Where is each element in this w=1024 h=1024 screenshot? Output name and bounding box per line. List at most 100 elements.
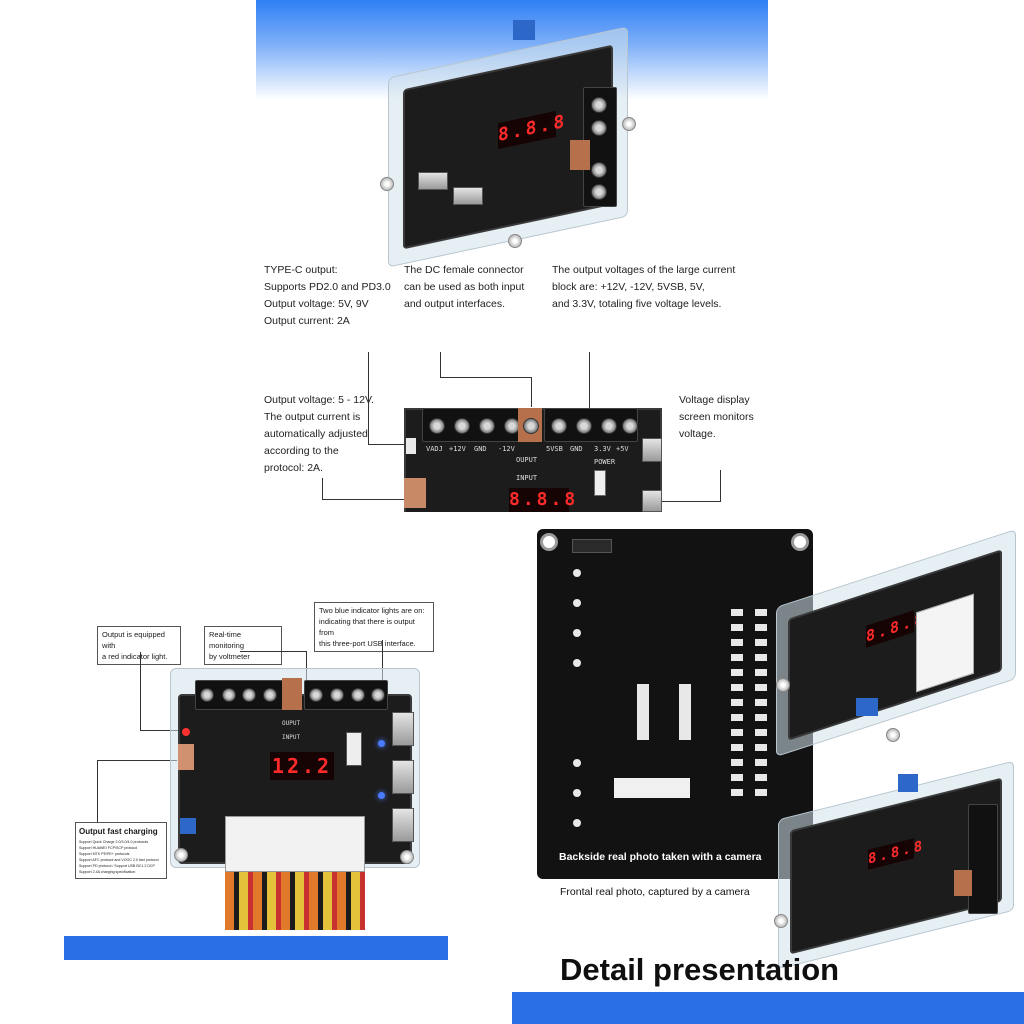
callout-red-indicator: Output is equipped with a red indicator … xyxy=(97,626,181,665)
standoff-icon xyxy=(622,117,636,131)
power-switch xyxy=(594,470,606,496)
screw-icon xyxy=(242,688,256,702)
callout-line: this three-port USB interface. xyxy=(319,639,416,648)
callout-line: by voltmeter xyxy=(209,652,250,661)
solder-pad xyxy=(573,789,581,797)
voltage-display: 12.2 xyxy=(270,752,334,780)
callout-typec: TYPE-C output: Supports PD2.0 and PD3.0 … xyxy=(264,262,404,330)
screw-icon xyxy=(576,418,592,434)
leader-line xyxy=(140,730,180,731)
leader-line xyxy=(140,652,141,730)
atx-24pin-connector xyxy=(225,816,365,872)
leader-line xyxy=(440,352,441,377)
usb-port-icon xyxy=(392,760,414,794)
callout-fast-charging: Output fast charging Support Quick Charg… xyxy=(75,822,167,879)
screw-icon xyxy=(429,418,445,434)
solder-pad xyxy=(573,659,581,667)
standoff-icon xyxy=(400,850,414,864)
usb-port-icon xyxy=(453,187,483,205)
silk-label-minus12v: -12V xyxy=(498,445,515,453)
silk-label-5v: +5V xyxy=(616,445,629,453)
caption-frontal: Frontal real photo, captured by a camera xyxy=(560,886,750,898)
header-pins xyxy=(637,684,649,740)
callout-line: The output current is xyxy=(264,411,361,423)
silk-label-input: INPUT xyxy=(282,734,301,741)
callout-line: and output interfaces. xyxy=(404,298,505,310)
callout-line: Output is equipped with xyxy=(102,630,165,650)
callout-line: screen monitors xyxy=(679,411,754,423)
fast-detail-line: Support HUAWEI FCP/SCP protocol xyxy=(79,846,138,850)
leader-line xyxy=(306,651,307,683)
leader-line xyxy=(97,760,177,761)
left-product-photo: OUPUT INPUT 12.2 xyxy=(170,668,422,930)
callout-line: Voltage display xyxy=(679,394,750,406)
screw-icon xyxy=(200,688,214,702)
silk-label-vadj: VADJ xyxy=(426,445,443,453)
pin-column xyxy=(755,609,767,799)
pin-column xyxy=(731,609,743,799)
potentiometer xyxy=(180,818,196,834)
silk-label-input: INPUT xyxy=(516,474,538,482)
leader-line xyxy=(440,377,531,378)
usb-port-icon xyxy=(392,712,414,746)
callout-line: can be used as both input xyxy=(404,281,525,293)
callout-line: Real-time monitoring xyxy=(209,630,245,650)
standoff-icon xyxy=(174,848,188,862)
potentiometer xyxy=(856,698,878,716)
usb-c-port-icon xyxy=(406,438,416,454)
leader-line xyxy=(322,499,407,500)
screw-icon xyxy=(551,418,567,434)
usb-port-icon xyxy=(392,808,414,842)
callout-line: block are: +12V, -12V, 5VSB, 5V, xyxy=(552,281,705,293)
terminal-block xyxy=(968,804,998,914)
callout-line: Output voltage: 5V, 9V xyxy=(264,298,369,310)
potentiometer xyxy=(898,774,918,792)
standoff-icon xyxy=(380,177,394,191)
callout-heading: Output fast charging xyxy=(79,827,158,836)
silk-label-gnd: GND xyxy=(474,445,487,453)
screw-icon xyxy=(222,688,236,702)
fast-detail-line: Support AFC protocol and VOOC 2.0 fast p… xyxy=(79,858,159,862)
red-indicator-light xyxy=(182,728,190,736)
screw-icon xyxy=(601,418,617,434)
screw-icon xyxy=(351,688,365,702)
fast-detail-line: Support Quick Charge 2.0/3.0/4.0 protoco… xyxy=(79,840,149,844)
accent-bar-left xyxy=(64,936,448,960)
leader-line xyxy=(368,444,410,445)
callout-line: The DC female connector xyxy=(404,264,524,276)
silk-label-gnd2: GND xyxy=(570,445,583,453)
callout-adjustable-output: Output voltage: 5 - 12V. The output curr… xyxy=(264,392,384,477)
leader-line xyxy=(720,470,721,502)
right-product-photo-upper: 8.8.8 xyxy=(766,528,1024,757)
blue-indicator-light xyxy=(378,792,385,799)
callout-line: Two blue indicator lights are on: xyxy=(319,606,425,615)
silk-label-5vsb: 5VSB xyxy=(546,445,563,453)
standoff-icon xyxy=(508,234,522,248)
cable-bundle xyxy=(225,872,365,930)
blue-indicator-light xyxy=(378,740,385,747)
standoff-icon xyxy=(776,678,790,692)
screw-icon xyxy=(523,418,539,434)
callout-voltage-display: Voltage display screen monitors voltage. xyxy=(679,392,779,443)
solder-pad xyxy=(573,629,581,637)
screw-icon xyxy=(591,162,607,178)
copper-connector xyxy=(282,678,302,710)
callout-voltmeter: Real-time monitoring by voltmeter xyxy=(204,626,282,665)
solder-pad-group xyxy=(572,539,612,553)
callout-line: The output voltages of the large current xyxy=(552,264,736,276)
top-board-detail: VADJ +12V GND -12V 5VSB GND 3.3V +5V OUP… xyxy=(404,408,662,512)
dc-connector xyxy=(178,744,194,770)
silk-label-power: POWER xyxy=(594,458,616,466)
fast-detail-line: Support 2.4A charging specification xyxy=(79,870,136,874)
screw-icon xyxy=(371,688,385,702)
silk-label-output: OUPUT xyxy=(516,456,538,464)
fast-detail-line: Support PD protocol / Support USB BC1.2 … xyxy=(79,864,155,868)
right-product-photo-lower: 8.8.8 xyxy=(768,760,1024,970)
dc-connector xyxy=(404,478,426,508)
caption-backside: Backside real photo taken with a camera xyxy=(559,851,762,863)
leader-line xyxy=(368,352,369,445)
callout-line: and 3.3V, totaling five voltage levels. xyxy=(552,298,722,310)
top-product-photo: 8.8.8 xyxy=(378,12,638,268)
potentiometer xyxy=(513,20,535,40)
screw-icon xyxy=(263,688,277,702)
